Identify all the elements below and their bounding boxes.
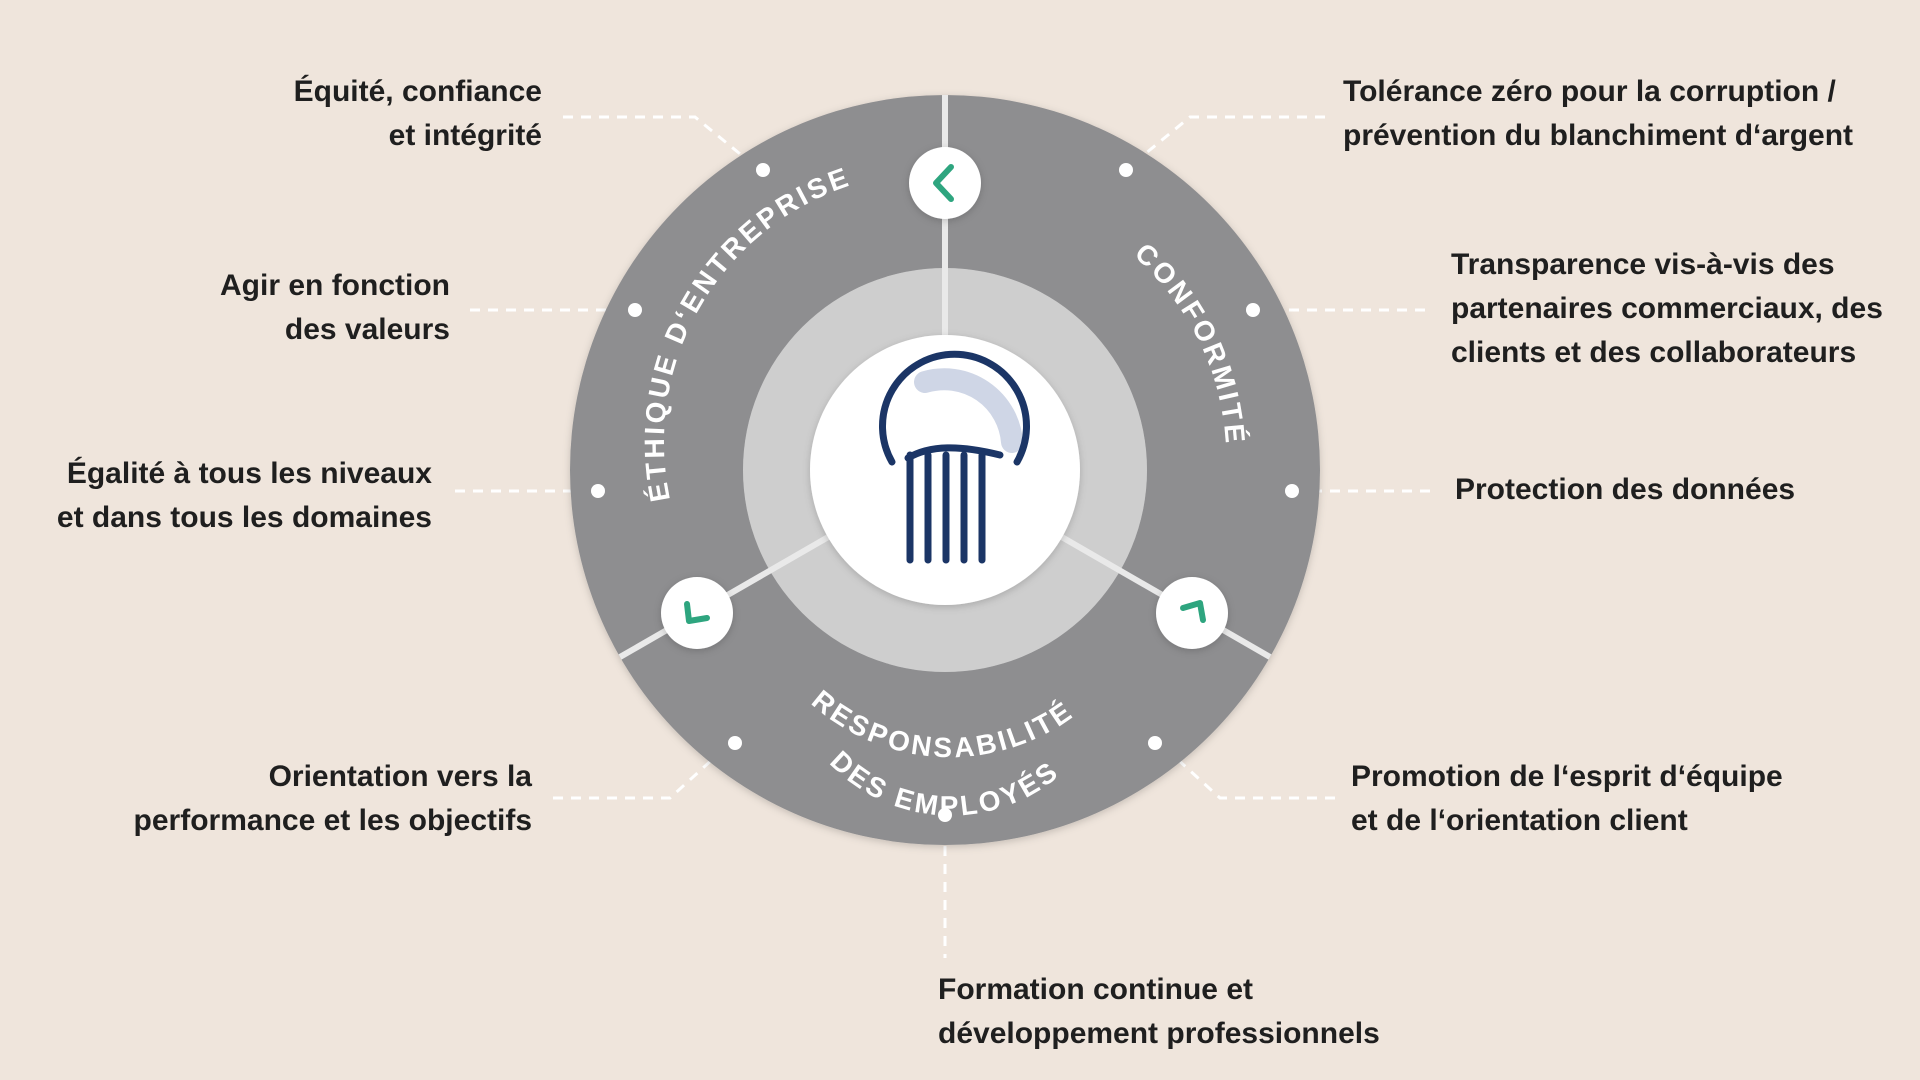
node-ethics-compliance (909, 147, 981, 219)
ring-dots (591, 163, 1299, 822)
label-line: Agir en fonction (220, 269, 450, 302)
dot-protection (1285, 484, 1299, 498)
label-line: et de l‘orientation client (1351, 804, 1688, 837)
dot-formation (938, 808, 952, 822)
label-line: et intégrité (388, 119, 542, 152)
dot-valeurs (628, 303, 642, 317)
label-line: clients et des collaborateurs (1451, 336, 1857, 369)
label-line: Équité, confiance (293, 75, 542, 108)
dot-transparence (1246, 303, 1260, 317)
label-line: Formation continue et (938, 973, 1253, 1006)
label-egalite: Égalité à tous les niveaux et dans tous … (57, 452, 432, 540)
label-transparence: Transparence vis-à-vis des partenaires c… (1451, 243, 1883, 375)
dot-egalite (591, 484, 605, 498)
label-line: développement professionnels (938, 1017, 1380, 1050)
node-ethics-employees (661, 577, 733, 649)
pillar-icon (879, 350, 1030, 564)
label-line: prévention du blanchiment d‘argent (1343, 119, 1854, 152)
label-formation: Formation continue et développement prof… (938, 968, 1380, 1056)
leader-equite (563, 115, 746, 160)
label-line: partenaires commerciaux, des (1451, 292, 1883, 325)
label-line: Orientation vers la (268, 760, 532, 793)
label-equite: Équité, confiance et intégrité (294, 70, 542, 158)
leader-lines (455, 115, 1430, 958)
label-line: Protection des données (1455, 473, 1796, 506)
dot-equite (756, 163, 770, 177)
label-line: Transparence vis-à-vis des (1451, 248, 1835, 281)
label-line: Tolérance zéro pour la corruption / (1343, 75, 1836, 108)
chevron-up-right-icon (1180, 600, 1206, 623)
leader-performance (553, 755, 717, 800)
chevron-down-left-icon (684, 601, 710, 624)
label-line: performance et les objectifs (133, 804, 532, 837)
label-protection: Protection des données (1455, 468, 1795, 512)
label-line: des valeurs (284, 313, 450, 346)
label-corruption: Tolérance zéro pour la corruption / prév… (1343, 70, 1853, 158)
leader-equipe (1173, 755, 1335, 800)
label-line: Promotion de l‘esprit d‘équipe (1351, 760, 1783, 793)
label-performance: Orientation vers la performance et les o… (134, 755, 532, 843)
label-line: et dans tous les domaines (56, 501, 432, 534)
dot-corruption (1119, 163, 1133, 177)
chevron-left-icon (933, 164, 954, 202)
label-line: Égalité à tous les niveaux (66, 457, 432, 490)
label-equipe: Promotion de l‘esprit d‘équipe et de l‘o… (1351, 755, 1783, 843)
leader-corruption (1139, 115, 1325, 160)
dot-performance (728, 736, 742, 750)
node-compliance-employees (1156, 577, 1228, 649)
dot-equipe (1148, 736, 1162, 750)
label-valeurs: Agir en fonction des valeurs (220, 264, 450, 352)
